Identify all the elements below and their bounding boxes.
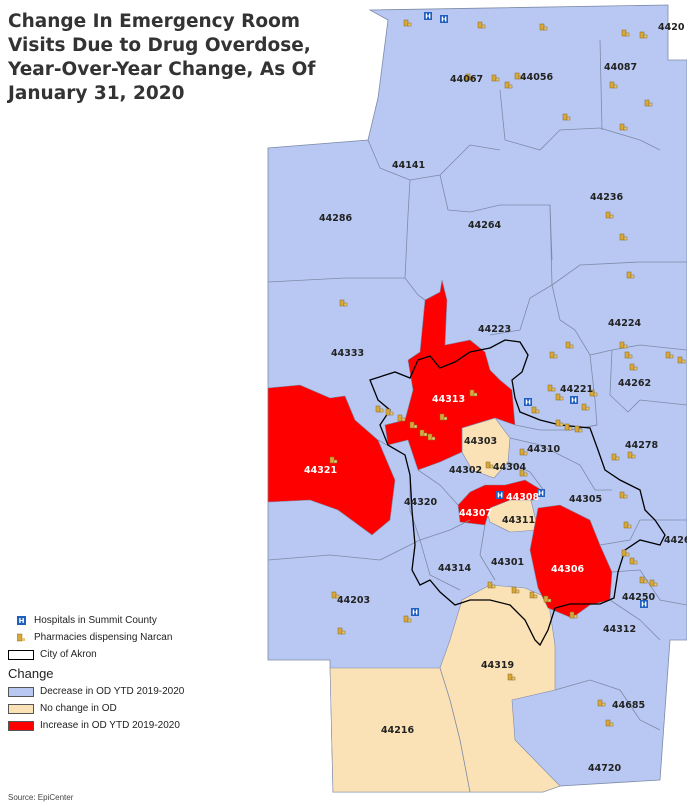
hospital-icon	[424, 12, 432, 21]
zip-label-44305: 44305	[569, 494, 602, 505]
legend-heading-change: Change	[8, 665, 54, 681]
zip-label-44333: 44333	[331, 348, 364, 359]
zip-label-44307: 44307	[459, 508, 492, 519]
zip-label-44321: 44321	[304, 465, 337, 476]
zip-label-44278: 44278	[625, 440, 658, 451]
legend-row-city: City of Akron	[8, 646, 268, 663]
legend-row-pharmacies: Pharmacies dispensing Narcan	[8, 629, 268, 646]
zip-label-44067: 44067	[450, 74, 483, 85]
zip-label-44304: 44304	[493, 462, 526, 473]
legend-label-no-change: No change in OD	[40, 703, 117, 714]
title-line-2: Visits Due to Drug Overdose,	[8, 35, 311, 56]
zip-label-44303: 44303	[464, 436, 497, 447]
legend-row-increase: Increase in OD YTD 2019-2020	[8, 717, 268, 734]
zip-label-44301: 44301	[491, 557, 524, 568]
hospital-icon	[440, 15, 448, 24]
decrease-swatch	[8, 686, 34, 697]
hospital-icon	[570, 396, 578, 405]
zip-label-44720: 44720	[588, 763, 621, 774]
zip-label-44236: 44236	[590, 192, 623, 203]
zip-label-44264: 44264	[468, 220, 501, 231]
zip-label-44203: 44203	[337, 595, 370, 606]
source-note: Source: EpiCenter	[8, 793, 74, 802]
zip-label-44311: 44311	[502, 515, 535, 526]
hospital-icon: H	[8, 616, 34, 625]
legend-row-decrease: Decrease in OD YTD 2019-2020	[8, 683, 268, 700]
map-title: Change In Emergency Room Visits Due to D…	[8, 10, 338, 106]
zip-label-44308: 44308	[506, 492, 539, 503]
zip-label-44087: 44087	[604, 62, 637, 73]
zip-44319-no-change-region	[329, 584, 561, 793]
zip-label-44320: 44320	[404, 497, 437, 508]
legend-label-decrease: Decrease in OD YTD 2019-2020	[40, 686, 185, 697]
zip-label-44221: 44221	[560, 384, 593, 395]
zip-label-44313: 44313	[432, 394, 465, 405]
title-line-4: January 31, 2020	[8, 83, 185, 104]
zip-label-44224: 44224	[608, 318, 641, 329]
zip-label-44216: 44216	[381, 725, 414, 736]
pharmacy-icon	[8, 633, 34, 642]
zip-label-4426: 4426	[664, 535, 687, 546]
hospital-icon	[411, 608, 419, 617]
zip-label-44319: 44319	[481, 660, 514, 671]
city-of-akron-outline	[369, 339, 666, 647]
zip-44303-no-change-region	[461, 417, 511, 479]
increase-swatch	[8, 720, 34, 731]
zip-44306-increase-region	[529, 504, 613, 619]
zip-44313-increase-region	[384, 279, 516, 471]
legend-row-no-change: No change in OD	[8, 700, 268, 717]
legend-row-hospitals: H Hospitals in Summit County	[8, 612, 268, 629]
city-outline-swatch	[8, 649, 34, 660]
zip-label-44302: 44302	[449, 465, 482, 476]
zip-44307-increase-region	[457, 479, 546, 526]
title-line-3: Year-Over-Year Change, As Of	[8, 59, 316, 80]
zip-label-44250: 44250	[622, 592, 655, 603]
zip-label-44286: 44286	[319, 213, 352, 224]
zip-label-44141: 44141	[392, 160, 425, 171]
zip-label-44223: 44223	[478, 324, 511, 335]
zip-label-44310: 44310	[527, 444, 560, 455]
svg-text:H: H	[18, 617, 24, 625]
zip-label-44312: 44312	[603, 624, 636, 635]
zip-label-44314: 44314	[438, 563, 471, 574]
zip-label-44685: 44685	[612, 700, 645, 711]
zip-label-4420: 4420	[658, 22, 685, 33]
hospital-icon	[496, 491, 504, 500]
no-change-swatch	[8, 703, 34, 714]
map-legend: H Hospitals in Summit County Pharmacies …	[8, 612, 268, 734]
title-line-1: Change In Emergency Room	[8, 11, 301, 32]
legend-label-pharmacies: Pharmacies dispensing Narcan	[34, 632, 173, 643]
zip-labels: 44067 44056 44087 4420 44141 44286 44264…	[304, 22, 687, 774]
legend-label-city: City of Akron	[40, 649, 97, 660]
zip-label-44262: 44262	[618, 378, 651, 389]
zip-label-44306: 44306	[551, 564, 584, 575]
hospital-icon	[524, 398, 532, 407]
legend-label-hospitals: Hospitals in Summit County	[34, 615, 157, 626]
zip-label-44056: 44056	[520, 72, 553, 83]
legend-label-increase: Increase in OD YTD 2019-2020	[40, 720, 180, 731]
